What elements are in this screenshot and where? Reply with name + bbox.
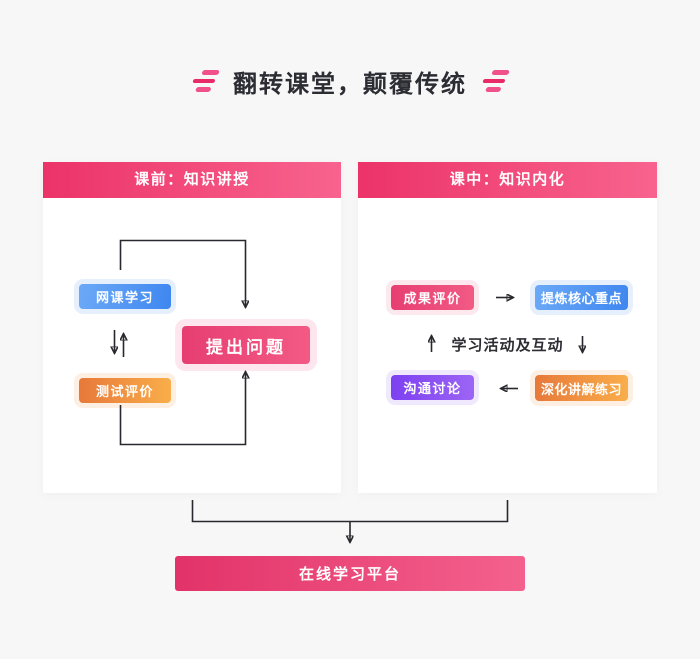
speed-lines-icon xyxy=(480,70,510,92)
page-header: 翻转课堂，颠覆传统 xyxy=(0,60,700,102)
node-online-course: 网课学习 xyxy=(79,284,171,309)
speed-lines-icon xyxy=(190,70,220,92)
page-title: 翻转课堂，颠覆传统 xyxy=(233,70,467,98)
panel-pre-class: 课前：知识讲授 网课学习 提出问题 测试评价 xyxy=(43,162,341,493)
platform-banner: 在线学习平台 xyxy=(175,556,525,591)
node-deepen-explain-practice: 深化讲解练习 xyxy=(535,375,628,401)
node-extract-key-points: 提炼核心重点 xyxy=(535,285,628,310)
panel-in-class-header: 课中：知识内化 xyxy=(358,162,657,198)
panel-pre-class-header: 课前：知识讲授 xyxy=(43,162,341,198)
panel-in-class: 课中：知识内化 成果评价 提炼核心重点 学习活动及互动 沟通讨论 深化讲解练习 xyxy=(358,162,657,493)
learning-activity-label: 学习活动及互动 xyxy=(451,337,564,354)
node-raise-questions: 提出问题 xyxy=(182,326,310,364)
node-outcome-evaluation: 成果评价 xyxy=(391,285,474,310)
node-test-evaluation: 测试评价 xyxy=(79,378,171,403)
node-communication-discussion: 沟通讨论 xyxy=(391,375,474,400)
bracket-panels-join xyxy=(191,500,509,523)
